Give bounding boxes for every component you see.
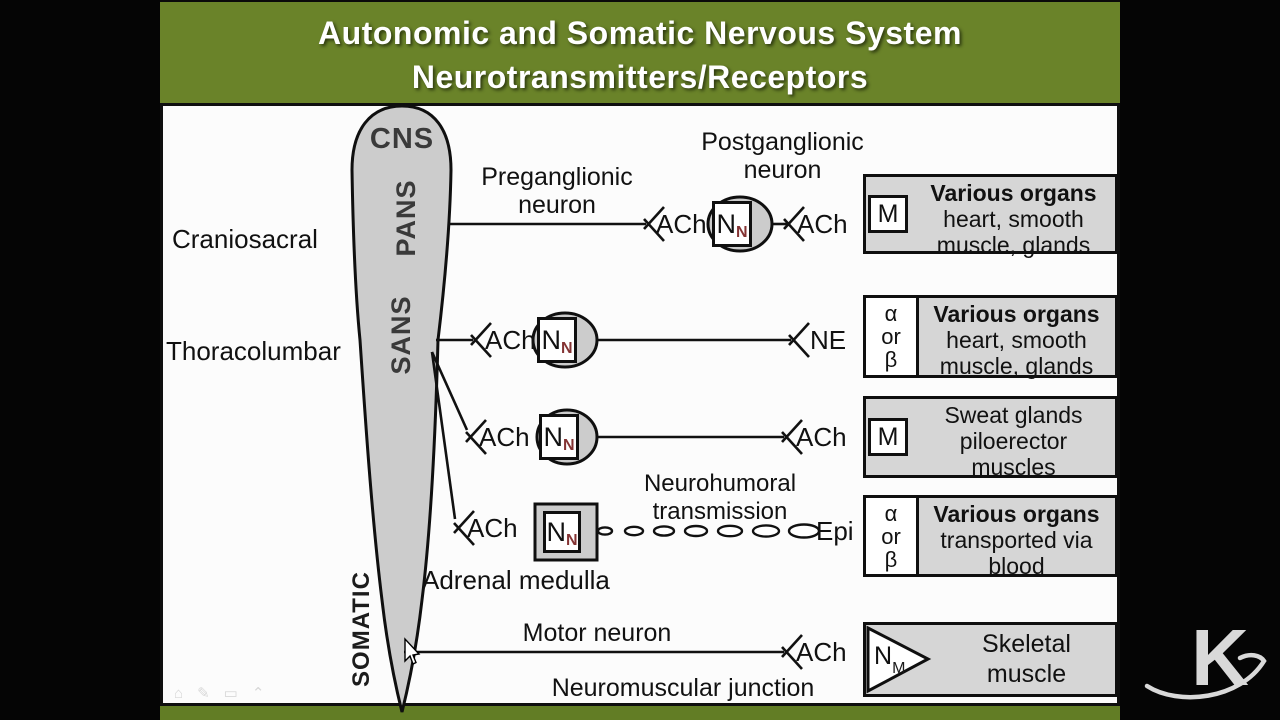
target-text: transported via: [940, 527, 1093, 553]
target-text: Various organs: [933, 501, 1100, 527]
preganglionic-label-line1: Preganglionic: [481, 163, 633, 191]
muscarinic-receptor-box: M: [868, 418, 908, 456]
home-icon: ⌂: [174, 685, 198, 702]
target-text: muscle, glands: [936, 232, 1091, 258]
receptor-subscript: N: [560, 340, 573, 357]
faded-toolbar-icons: ⌂✎▭⌃: [174, 684, 278, 702]
pans-label: PANS: [390, 179, 421, 257]
slide-title-line2: Neurotransmitters/Receptors: [411, 59, 869, 95]
receptor-letter: N: [541, 324, 561, 355]
target-box-skeletal-muscle: NM Skeletal muscle: [863, 622, 1118, 697]
adrenergic-receptor-box: α or β: [866, 498, 919, 574]
ne-label: NE: [810, 325, 847, 355]
ach-label-pans-post: ACh: [797, 209, 848, 239]
craniosacral-label: Craniosacral: [172, 224, 318, 254]
up-icon: ⌃: [251, 685, 279, 702]
preganglionic-label-line2: neuron: [518, 191, 596, 219]
target-text: Various organs: [930, 180, 1097, 206]
target-text: muscle, glands: [939, 353, 1094, 379]
panel-icon: ▭: [223, 685, 252, 702]
pencil-icon: ✎: [197, 685, 224, 702]
thoracolumbar-label: Thoracolumbar: [166, 336, 341, 366]
receptor-letter: N: [716, 208, 736, 239]
receptor-subscript: N: [735, 224, 748, 241]
slide-title-line1: Autonomic and Somatic Nervous System: [318, 15, 962, 51]
receptor-letter: M: [877, 422, 899, 451]
motor-neuron-label: Motor neuron: [522, 619, 672, 647]
ach-label-pans-pre: ACh: [656, 209, 707, 239]
ach-label-adrenal: ACh: [467, 513, 518, 543]
beta-receptor: β: [884, 546, 898, 572]
target-box-sans-organs: α or β Various organs heart, smooth musc…: [863, 295, 1118, 379]
target-text: Sweat glands: [944, 402, 1083, 428]
neurohumoral-label-line2: transmission: [652, 498, 788, 525]
beta-receptor: β: [884, 347, 898, 372]
neuromuscular-junction-label: Neuromuscular junction: [551, 674, 815, 702]
or-text: or: [881, 324, 901, 349]
ach-label-sans2-pre: ACh: [479, 422, 530, 452]
adrenergic-receptor-box: α or β: [866, 298, 919, 375]
sans-label: SANS: [385, 295, 416, 375]
slide: Autonomic and Somatic Nervous System Neu…: [160, 0, 1120, 720]
receptor-subscript: N: [562, 437, 575, 454]
target-text: heart, smooth: [943, 206, 1084, 232]
target-text: Various organs: [933, 301, 1100, 327]
target-text: muscle: [986, 660, 1067, 688]
epi-label: Epi: [816, 516, 854, 546]
ach-label-sans1-pre: ACh: [485, 325, 536, 355]
watermark-swoosh: [1144, 652, 1267, 700]
slide-header: Autonomic and Somatic Nervous System Neu…: [160, 0, 1120, 103]
target-text: heart, smooth: [946, 327, 1087, 353]
ach-label-sans2-post: ACh: [796, 422, 847, 452]
receptor-letter: N: [546, 516, 566, 547]
target-text: piloerector: [959, 428, 1068, 454]
cns-label: CNS: [369, 123, 435, 155]
or-text: or: [881, 523, 901, 549]
adrenal-medulla-label: Adrenal medulla: [422, 565, 610, 595]
target-text: Skeletal: [982, 630, 1071, 658]
endplate-triangle: [866, 625, 932, 694]
receptor-letter: M: [877, 199, 899, 228]
receptor-letter: N: [543, 421, 563, 452]
target-box-blood-organs: α or β Various organs transported via bl…: [863, 495, 1118, 579]
neurohumoral-label-line1: Neurohumoral: [643, 470, 797, 497]
target-text: blood: [988, 553, 1045, 579]
postganglionic-label-line1: Postganglionic: [701, 128, 864, 156]
ach-label-somatic: ACh: [796, 637, 847, 667]
target-box-sweat-glands: M Sweat glands piloerector muscles: [863, 396, 1118, 480]
receptor-letter: N: [874, 642, 893, 670]
alpha-receptor: α: [884, 500, 898, 526]
receptor-subscript: N: [565, 532, 578, 549]
muscarinic-receptor-box: M: [868, 195, 908, 233]
muscle-nicotinic-receptor: NM: [874, 642, 905, 677]
receptor-subscript: M: [892, 660, 906, 677]
somatic-label: SOMATIC: [348, 571, 375, 687]
watermark-k-logo: K: [1191, 613, 1249, 702]
slide-footer-strip: [160, 706, 1120, 720]
alpha-receptor: α: [884, 301, 898, 326]
target-text: muscles: [971, 454, 1056, 480]
postganglionic-label-line2: neuron: [743, 156, 822, 184]
target-box-pans-organs: M Various organs heart, smooth muscle, g…: [863, 174, 1118, 258]
